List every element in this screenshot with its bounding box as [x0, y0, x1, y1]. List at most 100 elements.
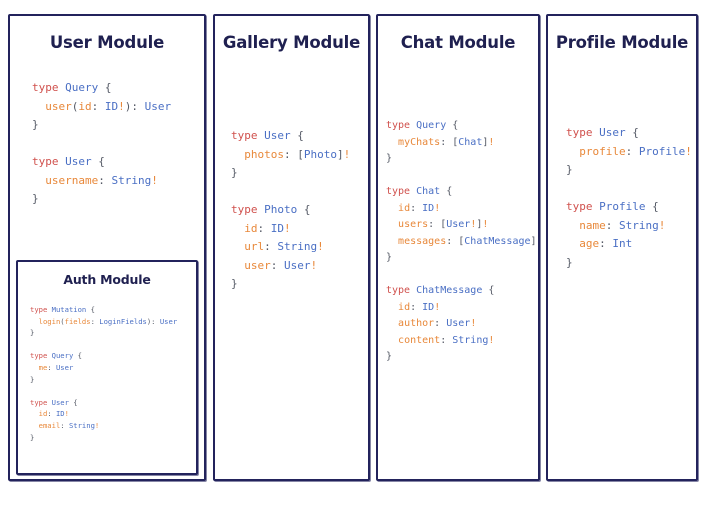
sdl-token: ! [470, 318, 477, 329]
sdl-token: User [55, 362, 74, 372]
sdl-token: id [38, 409, 48, 419]
sdl-token: } [32, 118, 39, 131]
sdl-token: String [619, 218, 659, 232]
sdl-block-gap [30, 385, 196, 397]
card-gallery-module[interactable]: Gallery Module type User { photos: [Phot… [213, 14, 370, 481]
sdl-token: } [386, 252, 393, 263]
sdl-block-gap [32, 135, 204, 154]
sdl-type-block: type Chat { id: ID! users: [User!]! mess… [386, 184, 538, 267]
sdl-token: User [599, 126, 626, 139]
sdl-token: : [98, 173, 112, 187]
sdl-line: url: String! [231, 238, 368, 257]
sdl-token: type [386, 120, 411, 131]
sdl-line: profile: Profile! [566, 143, 696, 162]
sdl-token: User [65, 155, 92, 168]
sdl-line: } [30, 432, 196, 444]
sdl-token: } [386, 351, 393, 362]
sdl-token: profile [579, 144, 626, 158]
sdl-token: ! [658, 218, 666, 232]
sdl-token: LoginFields [99, 316, 147, 326]
sdl-token: { [297, 203, 311, 216]
sdl-line: } [30, 374, 196, 386]
sdl-token [386, 203, 398, 214]
sdl-token: User [144, 99, 172, 113]
sdl-token: ] [530, 235, 537, 247]
card-title-gallery-module: Gallery Module [222, 33, 361, 52]
sdl-line: type Query { [30, 350, 196, 362]
sdl-token: myChats [398, 136, 441, 148]
sdl-line: login(fields: LoginFields): User [30, 316, 196, 328]
sdl-token: type [231, 129, 258, 142]
sdl-token: { [482, 285, 495, 296]
card-title-user-module: User Module [49, 33, 165, 52]
sdl-token: ( [60, 316, 65, 326]
sdl-token: String [68, 420, 95, 430]
sdl-token [231, 222, 244, 235]
sdl-token: } [30, 374, 35, 384]
sdl-token: { [440, 186, 453, 197]
sdl-token: id [398, 202, 411, 214]
sdl-token: : [90, 316, 100, 326]
card-auth-module[interactable]: Auth Module type Mutation { login(fields… [16, 260, 198, 475]
sdl-line: } [32, 116, 204, 135]
sdl-token: : [60, 420, 69, 430]
card-chat-module[interactable]: Chat Module type Query { myChats: [Chat]… [376, 14, 540, 481]
sdl-token: Mutation [51, 305, 87, 314]
sdl-block-gap [231, 183, 368, 202]
sdl-token: fields [64, 316, 91, 326]
sdl-token: ID [270, 221, 284, 235]
code-block-auth-module: type Mutation { login(fields: LoginField… [30, 304, 196, 443]
sdl-token: User [284, 258, 311, 272]
sdl-token: ! [343, 147, 351, 161]
sdl-token: ! [151, 173, 158, 187]
card-profile-module[interactable]: Profile Module type User { profile: Prof… [546, 14, 698, 481]
card-title-chat-module: Chat Module [400, 33, 516, 52]
sdl-token: type [386, 186, 411, 197]
sdl-token: photos [244, 147, 284, 161]
sdl-token: ! [94, 420, 100, 430]
sdl-token: User [446, 219, 471, 230]
sdl-token: email [38, 420, 61, 430]
sdl-block-gap [566, 180, 696, 199]
sdl-type-block: type Photo { id: ID! url: String! user: … [231, 201, 368, 294]
sdl-token: { [645, 200, 659, 213]
sdl-token: ! [310, 258, 318, 272]
sdl-token: ! [488, 334, 495, 346]
sdl-token [231, 240, 244, 253]
sdl-line: name: String! [566, 217, 696, 236]
sdl-token: : [47, 362, 56, 372]
sdl-token: String [452, 334, 489, 346]
sdl-token: type [30, 351, 48, 361]
sdl-token: age [579, 237, 600, 250]
sdl-line: type Chat { [386, 184, 538, 201]
sdl-token: { [446, 120, 459, 131]
sdl-line: email: String! [30, 420, 196, 432]
sdl-token: Chat [458, 136, 483, 148]
sdl-type-block: type Profile { name: String! age: Int} [566, 198, 696, 272]
sdl-token [566, 145, 579, 158]
sdl-token [386, 137, 398, 148]
sdl-token: type [30, 305, 48, 314]
sdl-token: messages [398, 235, 447, 247]
card-user-module[interactable]: User Module type Query { user(id: ID!): … [8, 14, 206, 481]
sdl-token: { [73, 351, 82, 361]
sdl-token: user [244, 258, 271, 272]
sdl-token: ! [118, 99, 125, 113]
sdl-token: ! [488, 136, 495, 148]
sdl-token [386, 236, 398, 247]
sdl-token: ! [434, 202, 441, 214]
sdl-token: me [38, 362, 48, 372]
sdl-token [32, 174, 45, 187]
sdl-line: id: ID! [386, 300, 538, 317]
sdl-token: url [244, 240, 265, 253]
sdl-token: User [51, 397, 69, 407]
sdl-token: : [ [428, 219, 447, 230]
sdl-line: id: ID! [30, 408, 196, 420]
sdl-token [30, 409, 39, 418]
sdl-token: : [410, 202, 423, 214]
sdl-type-block: type User { id: ID! email: String!} [30, 397, 196, 443]
sdl-token: : [625, 144, 639, 158]
code-block-profile-module: type User { profile: Profile!} type Prof… [566, 124, 696, 272]
sdl-token: } [30, 432, 35, 442]
